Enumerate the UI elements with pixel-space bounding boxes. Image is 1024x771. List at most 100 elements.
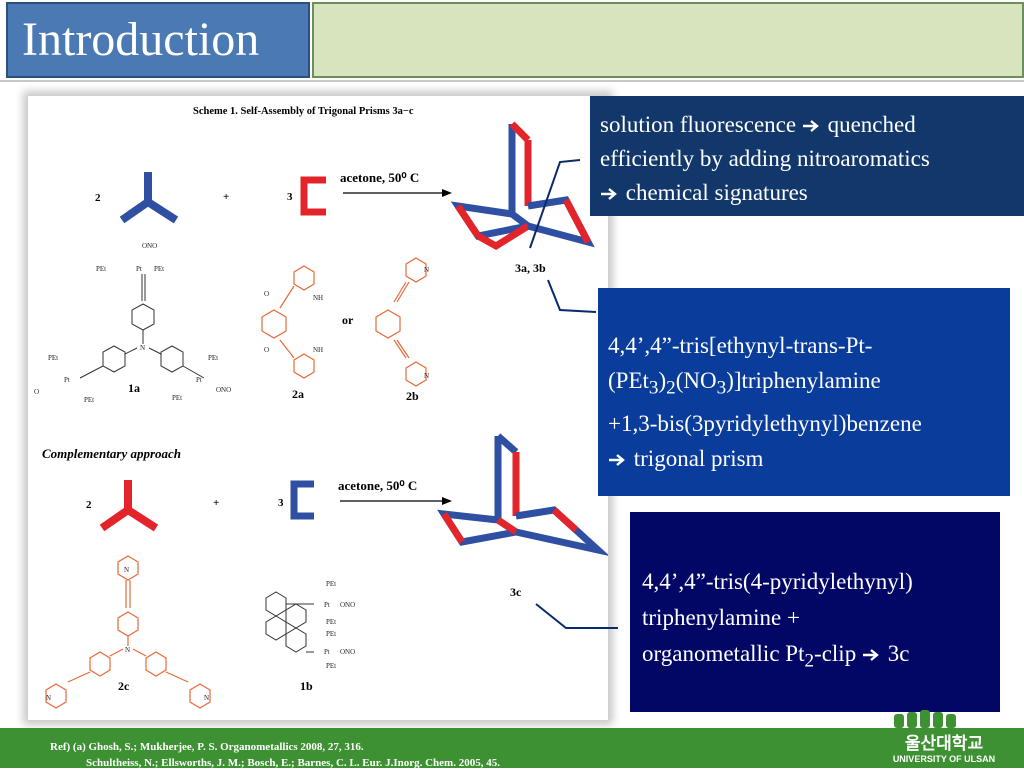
- atom-o-a: O: [264, 290, 269, 298]
- right-arrow-icon: [802, 120, 819, 132]
- box1-text-b: quenched: [821, 112, 916, 137]
- box2-t-b: ): [658, 368, 667, 393]
- title-box: Introduction: [6, 2, 310, 78]
- logo-english: UNIVERSITY OF ULSAN: [892, 754, 996, 764]
- footer-bar: [0, 728, 1024, 768]
- box3-line2: triphenylamine +: [642, 605, 800, 630]
- atom-pt-c: Pt: [196, 376, 202, 384]
- box3-t-c: 3c: [881, 641, 910, 666]
- connector-3: [535, 603, 618, 629]
- box3-line3: organometallic Pt2-clip 3c: [642, 636, 988, 680]
- atom-pt-b: Pt: [64, 376, 70, 384]
- clip-box: 4,4’,4”-tris(4-pyridylethynyl) triphenyl…: [630, 512, 1000, 712]
- prism-3c-icon: [437, 433, 608, 556]
- atom-nh-b: NH: [313, 346, 323, 354]
- label-2c: 2c: [118, 679, 130, 693]
- prism-3ab-icon: [450, 121, 595, 251]
- label-product-ab: 3a, 3b: [515, 261, 546, 275]
- label-reagent-3: 3: [287, 191, 293, 203]
- structure-2c: [45, 555, 211, 709]
- atom-pet3-e: PEt: [208, 354, 218, 362]
- reaction-arrow-2: [340, 497, 452, 505]
- label-condition: acetone, 50⁰ C: [340, 170, 419, 185]
- box3-sub: 2: [804, 650, 815, 672]
- structure-2b: [375, 257, 427, 387]
- atom-pet3-i: PEt: [326, 630, 336, 638]
- blue-clip-icon: [290, 480, 314, 520]
- atom-n-2c-b: N: [125, 646, 130, 654]
- red-tripod-icon: [99, 480, 159, 532]
- atom-ono2-c: ONO: [340, 601, 355, 609]
- page-title: Introduction: [22, 13, 260, 66]
- reaction-arrow-1: [343, 189, 452, 197]
- box2-sub-a: 3: [648, 377, 659, 399]
- scheme-figure: Scheme 1. Self-Assembly of Trigonal Pris…: [28, 96, 608, 720]
- atom-pet3-d: PEt: [84, 396, 94, 404]
- atom-pet3-c: PEt: [48, 354, 58, 362]
- university-logo-icon: [894, 710, 956, 728]
- reference-line-2: Schultheiss, N.; Ellsworths, J. M.; Bosc…: [86, 757, 500, 769]
- atom-ono2-d: ONO: [340, 648, 355, 656]
- title-rule: [0, 80, 1024, 82]
- box2-t-a: (PEt: [608, 368, 649, 393]
- university-logo: 울산대학교 UNIVERSITY OF ULSAN: [864, 734, 1024, 768]
- box1-line2: efficiently by adding nitroaromatics: [600, 146, 930, 171]
- label-condition-2: acetone, 50⁰ C: [338, 478, 417, 493]
- atom-pt-a: Pt: [136, 265, 142, 273]
- atom-n-1a: N: [140, 344, 145, 352]
- connector-1: [529, 159, 581, 249]
- trigonal-prism-box: 4,4’,4”-tris[ethynyl-trans-Pt- (PEt3)2(N…: [598, 288, 1010, 496]
- atom-nh-a: NH: [313, 294, 323, 302]
- atom-pet3-f: PEt: [172, 394, 182, 402]
- box2-line3: +1,3-bis(3pyridylethynyl)benzene: [608, 410, 922, 436]
- logo-korean: 울산대학교: [904, 734, 984, 754]
- label-plus: +: [223, 191, 229, 203]
- box2-t-e: trigonal prism: [628, 445, 764, 471]
- atom-pt-d: Pt: [324, 601, 330, 609]
- connector-2: [547, 279, 597, 313]
- box2-sub-b: 2: [666, 377, 676, 399]
- atom-n-2b-b: N: [424, 372, 429, 380]
- label-reagent-2c: 2: [86, 499, 92, 511]
- atom-n-2c-c: N: [46, 694, 51, 702]
- structure-1b: [265, 591, 314, 653]
- box1-text-a: solution fluorescence: [600, 112, 802, 137]
- box3-line1: 4,4’,4”-tris(4-pyridylethynyl): [642, 569, 913, 594]
- atom-pt-e: Pt: [324, 648, 330, 656]
- atom-n-2b-a: N: [424, 266, 429, 274]
- structure-2a: [261, 265, 315, 379]
- box2-t-c: (NO: [675, 368, 717, 393]
- label-reagent-3c: 3: [278, 497, 284, 509]
- reference-line-1: Ref) (a) Ghosh, S.; Mukherjee, P. S. Org…: [50, 741, 364, 753]
- red-clip-icon: [300, 176, 326, 216]
- title-bar: [312, 2, 1024, 78]
- blue-tripod-icon: [119, 172, 179, 224]
- atom-ono2-b: ONO: [216, 386, 231, 394]
- atom-o2no: O: [34, 388, 39, 396]
- label-complementary: Complementary approach: [42, 446, 181, 461]
- atom-ono2: ONO: [142, 242, 157, 250]
- label-or: or: [342, 313, 354, 327]
- box3-t-a: organometallic Pt: [642, 641, 805, 666]
- atom-n-2c-a: N: [124, 566, 129, 574]
- atom-pet3-a: PEt: [96, 265, 106, 273]
- atom-n-2c-d: N: [204, 694, 209, 702]
- box3-t-b: -clip: [814, 641, 862, 666]
- label-2a: 2a: [292, 387, 304, 401]
- box2-line1: 4,4’,4”-tris[ethynyl-trans-Pt-: [608, 333, 873, 358]
- scheme-svg: Scheme 1. Self-Assembly of Trigonal Pris…: [34, 106, 608, 709]
- structure-1b-atoms: PEt Pt ONO PEt PEt Pt ONO PEt: [324, 580, 355, 670]
- atom-pet3-h: PEt: [326, 618, 336, 626]
- right-arrow-icon: [609, 453, 625, 466]
- label-1a: 1a: [128, 381, 140, 395]
- atom-pet3-j: PEt: [326, 662, 336, 670]
- label-product-c: 3c: [510, 585, 522, 599]
- atom-o-b: O: [264, 346, 269, 354]
- label-1b: 1b: [300, 679, 313, 693]
- box2-line2: (PEt3)2(NO3)]triphenylamine: [608, 363, 1000, 406]
- box2-t-d: )]triphenylamine: [726, 368, 881, 393]
- label-2b: 2b: [406, 389, 419, 403]
- box2-line4: trigonal prism: [608, 441, 1000, 476]
- label-plus-2: +: [213, 497, 219, 509]
